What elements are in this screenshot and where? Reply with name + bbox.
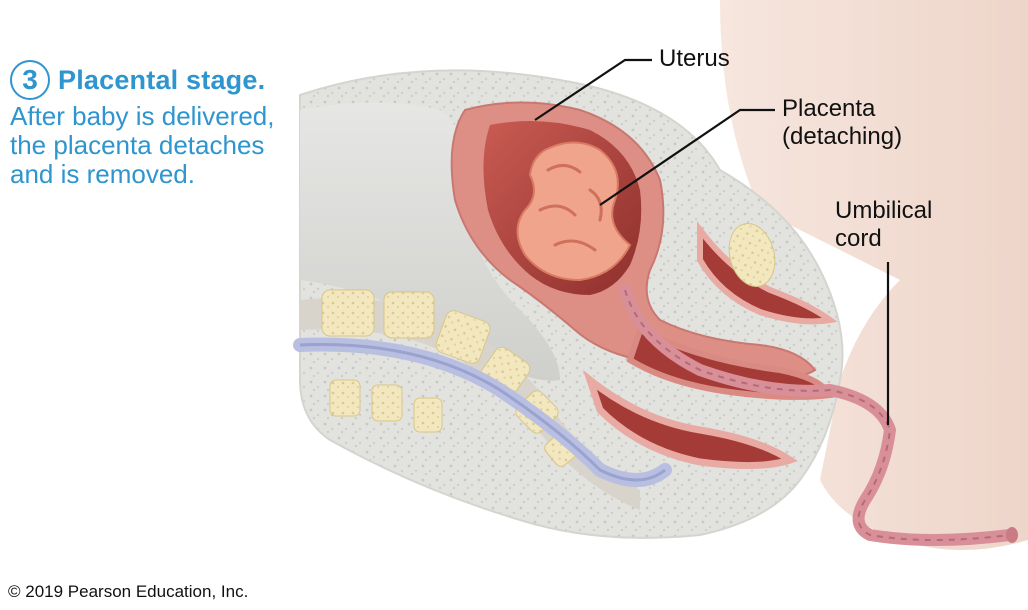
label-cord-line1: Umbilical <box>835 197 933 224</box>
label-placenta-line1: Placenta <box>782 95 876 122</box>
placenta <box>516 141 632 282</box>
label-placenta-line2: (detaching) <box>782 123 903 150</box>
uterus-leader-line <box>534 58 652 121</box>
birth-canal <box>582 221 838 470</box>
spine <box>293 289 672 510</box>
placenta-leader-line <box>599 108 775 206</box>
stage-number-badge: 3 <box>10 60 50 100</box>
stage-description-block: 3 Placental stage. After baby is deliver… <box>10 60 310 189</box>
thigh-skin <box>720 0 1028 550</box>
label-uterus-text: Uterus <box>659 45 730 72</box>
label-uterus: Uterus <box>659 45 730 73</box>
abdominal-cavity <box>300 102 560 381</box>
label-umbilical-cord: Umbilical cord <box>835 197 932 253</box>
label-cord-line2: cord <box>835 225 882 252</box>
stage-description: After baby is delivered, the placenta de… <box>10 101 275 189</box>
label-placenta: Placenta (detaching) <box>782 95 902 151</box>
stage-title: Placental stage. <box>58 64 266 95</box>
copyright-notice: © 2019 Pearson Education, Inc. <box>8 582 249 601</box>
